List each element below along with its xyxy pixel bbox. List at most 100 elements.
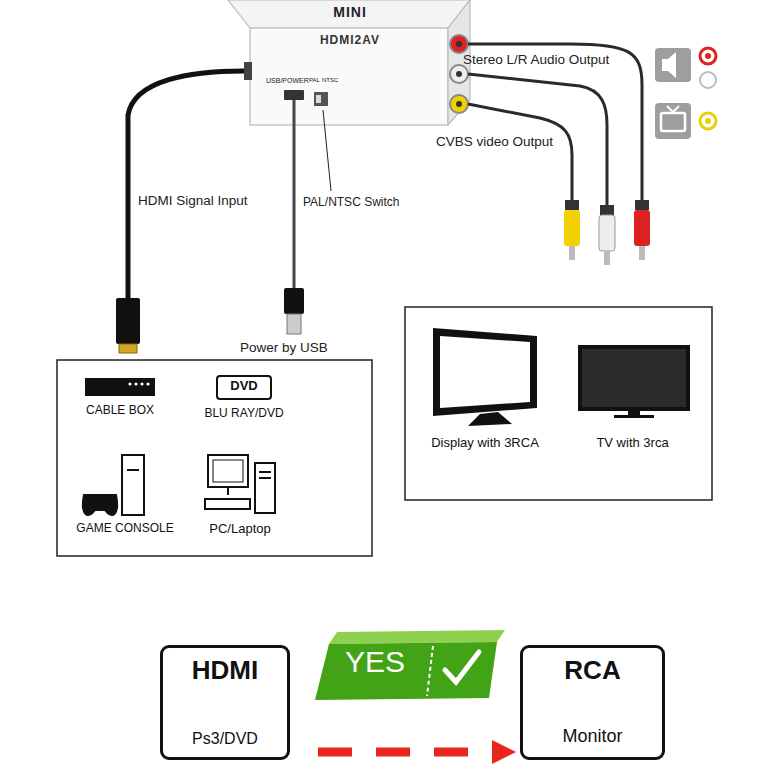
usb-plug-part [284, 288, 304, 314]
speaker-icon-part [655, 48, 691, 82]
node-caption: HDMI2AV [225, 34, 475, 48]
display-panel-part [405, 307, 712, 500]
output-label: Stereo L/R Audio Output [463, 52, 609, 68]
pc-icon-part [227, 487, 229, 495]
node-title: YES [345, 645, 405, 680]
node-title: TV with 3rca [570, 436, 695, 451]
cable-box-icon-part [140, 382, 143, 385]
display-panel [405, 307, 712, 500]
check-mark [445, 652, 479, 682]
converter-box: MINI HDMI2AV [225, 0, 475, 130]
tv-icon [655, 103, 716, 139]
pc-icon [205, 455, 275, 513]
hdmi-cable-part [128, 71, 244, 300]
rca-jacks-part [456, 41, 462, 47]
output-label: CVBS video Output [436, 134, 553, 150]
pal-ntsc-switch-part [316, 95, 321, 103]
rca-plugs-part [600, 205, 614, 215]
node-caption: Ps3/DVD [163, 730, 287, 748]
node-title: GAME CONSOLE [55, 522, 195, 536]
pal-ntsc-switch-part [314, 92, 328, 106]
cable-box-icon-part [128, 382, 131, 385]
speaker-icon [655, 48, 716, 88]
speaker-icon-part [700, 48, 716, 64]
tv-icon-large-part [578, 345, 690, 411]
switch-label: NTSC [322, 77, 338, 84]
display-item: Display with 3RCA [415, 436, 555, 458]
hdmi-plug [116, 298, 140, 353]
cable-box-icon-part [134, 382, 137, 385]
game-console-icon [83, 455, 144, 515]
monitor-icon-part [440, 336, 530, 408]
pal-ntsc-switch [314, 92, 328, 106]
hdmi-box: HDMI Ps3/DVD [160, 645, 290, 760]
hdmi-plug-part [116, 298, 140, 344]
node-caption: Monitor [523, 726, 662, 747]
tv-icon-large [578, 345, 690, 418]
yes-banner-shape [315, 630, 505, 700]
pc-icon-part [205, 499, 250, 509]
power-label: Power by USB [240, 340, 328, 356]
game-console-item: GAME CONSOLE [55, 522, 195, 544]
speaker-icon-part [662, 52, 676, 78]
node-caption: BLU RAY/DVD [194, 407, 294, 421]
rca-box: RCAMonitor [520, 645, 665, 760]
rca-plugs-part [565, 200, 579, 210]
dvd-item: DVD BLU RAY/DVD [194, 376, 294, 426]
yes-banner: YES [315, 630, 505, 700]
node-title: HDMI [163, 656, 287, 686]
monitor-icon-part [468, 412, 512, 426]
banner-top [329, 630, 505, 644]
rca-plugs-part [569, 246, 575, 260]
rca-plugs-part [639, 246, 645, 260]
audio-video-cables-part [468, 104, 572, 200]
pc-icon-part [259, 477, 271, 479]
usb-plug [284, 288, 304, 334]
tv-icon-part [667, 106, 673, 112]
tv-icon-large-part [628, 411, 640, 415]
pc-icon-part [208, 455, 248, 487]
banner-divider [427, 646, 433, 696]
rca-plugs-part [604, 251, 610, 265]
switch-label: PAL [309, 77, 320, 84]
monitor-icon [433, 328, 537, 426]
rca-jacks-part [456, 101, 462, 107]
monitor-icon-part [433, 328, 537, 416]
rca-plugs-part [599, 215, 615, 251]
rca-jacks [450, 35, 468, 113]
tv-item: TV with 3rca [570, 436, 695, 458]
usb-port-part [284, 90, 304, 100]
rca-jacks-part [456, 71, 462, 77]
hdmi-cable [128, 71, 244, 300]
usb-plug-part [287, 314, 301, 334]
pc-item: PC/Laptop [190, 522, 290, 544]
pc-icon-part [213, 460, 243, 482]
tv-icon-part [673, 106, 679, 112]
node-title: CABLE BOX [70, 404, 170, 418]
speaker-icon-part [705, 53, 711, 59]
node-title: PC/Laptop [190, 522, 290, 537]
cable-box-icon-part [146, 382, 149, 385]
rca-plugs [564, 200, 650, 265]
game-console-icon-part [127, 469, 139, 471]
converter-housing-part [244, 62, 252, 80]
rca-jacks-part [450, 35, 468, 53]
usb-cable-part [293, 100, 296, 290]
node-title: DVD [194, 379, 294, 394]
hdmi-plug-part [119, 344, 137, 353]
game-console-icon-part [83, 495, 117, 515]
switch-leader [323, 110, 331, 191]
speaker-icon-part [700, 72, 716, 88]
rca-jacks-part [450, 65, 468, 83]
rca-plugs-part [635, 200, 649, 210]
input-label: HDMI Signal Input [138, 193, 248, 209]
tv-icon-part [705, 118, 711, 124]
pc-icon-part [259, 471, 271, 473]
node-title: MINI [225, 4, 475, 20]
banner-face [315, 642, 497, 700]
audio-video-cables-part [468, 44, 642, 200]
tv-icon-part [655, 103, 691, 139]
game-console-icon-part [122, 455, 144, 515]
